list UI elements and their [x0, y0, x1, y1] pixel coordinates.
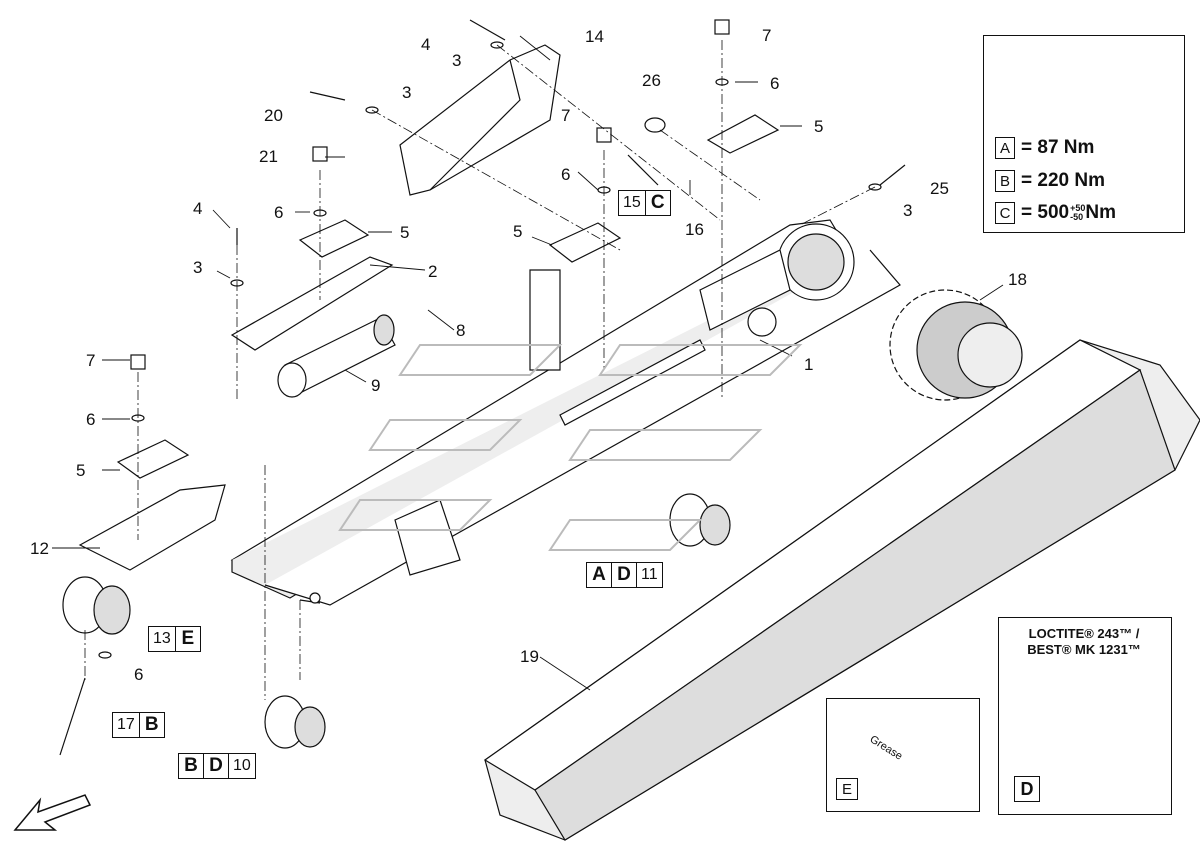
callout-14: 14: [585, 27, 604, 46]
ref-num: 13: [153, 630, 171, 647]
tension-cylinder: [277, 314, 396, 398]
ref-letter: B: [138, 713, 164, 737]
torque-label: B: [995, 170, 1015, 192]
torque-row-c: C = 500 +50 -50 Nm: [995, 202, 1116, 224]
plate-5-d: [116, 439, 190, 479]
grease-label: E: [836, 778, 858, 800]
drive-motor: [889, 289, 1023, 401]
torque-label: C: [995, 202, 1015, 224]
loctite-label: D: [1014, 776, 1040, 802]
callout-3: 3: [402, 83, 412, 102]
callout-6: 6: [770, 74, 780, 93]
callout-3: 3: [452, 51, 462, 70]
plate-5-a: [298, 219, 370, 258]
ref-letter: A: [592, 564, 606, 585]
callout-25: 25: [930, 179, 949, 198]
torque-value: = 220 Nm: [1021, 170, 1105, 191]
ref-letter: D: [611, 563, 636, 587]
callout-18: 18: [1008, 270, 1027, 289]
callout-6: 6: [134, 665, 144, 684]
callout-5: 5: [76, 461, 86, 480]
ref-letter: B: [184, 755, 198, 776]
loctite-box: [998, 617, 1172, 815]
ref-letter: C: [644, 191, 670, 215]
callout-5: 5: [513, 222, 523, 241]
callout-5: 5: [400, 223, 410, 242]
callout-4: 4: [421, 35, 431, 54]
torque-unit: Nm: [1085, 202, 1116, 223]
ref-letter: E: [174, 627, 200, 651]
loctite-line-2: BEST® MK 1231™: [1027, 642, 1141, 657]
callout-5: 5: [814, 117, 824, 136]
ref-num: 17: [117, 716, 135, 733]
orientation-arrow-icon: [13, 794, 92, 831]
callout-19: 19: [520, 647, 539, 666]
callout-6: 6: [561, 165, 571, 184]
ref-num: 11: [636, 563, 662, 587]
plate-5-b: [548, 222, 622, 263]
torque-tolerance-plus: +50: [1070, 203, 1086, 213]
plate-5-c: [706, 114, 780, 154]
torque-label: A: [995, 137, 1015, 159]
callout-20: 20: [264, 106, 283, 125]
callout-4: 4: [193, 199, 203, 218]
leader-lines: [52, 35, 1004, 691]
front-guide: [78, 484, 226, 571]
track-chain: [483, 339, 1200, 841]
ref-17-b: 17 B: [112, 712, 165, 738]
callout-12: 12: [30, 539, 49, 558]
roller-13: [62, 576, 131, 635]
callout-6: 6: [86, 410, 96, 429]
torque-row-a: A = 87 Nm: [995, 137, 1094, 159]
callout-7: 7: [561, 106, 571, 125]
callout-7: 7: [86, 351, 96, 370]
callout-16: 16: [685, 220, 704, 239]
torque-legend-box: [983, 35, 1185, 233]
roller-10: [264, 695, 326, 749]
callout-9: 9: [371, 376, 381, 395]
callout-8: 8: [456, 321, 466, 340]
side-plate: [230, 256, 394, 351]
torque-tolerance-minus: -50: [1070, 212, 1084, 222]
callout-3: 3: [903, 201, 913, 220]
callout-1: 1: [804, 355, 814, 374]
ref-a-d-11: A D 11: [586, 562, 663, 588]
callout-21: 21: [259, 147, 278, 166]
callout-7: 7: [762, 26, 772, 45]
ref-letter: D: [203, 754, 228, 778]
torque-value: = 500: [1021, 202, 1070, 223]
callout-3: 3: [193, 258, 203, 277]
ref-13-e: 13 E: [148, 626, 201, 652]
callout-2: 2: [428, 262, 438, 281]
assembly-lines: [84, 40, 876, 700]
torque-value: = 87 Nm: [1021, 137, 1095, 158]
loctite-line-1: LOCTITE® 243™ /: [1028, 626, 1140, 641]
callout-26: 26: [642, 71, 661, 90]
top-cover: [399, 44, 561, 196]
grease-box: [826, 698, 980, 812]
ref-num: 10: [228, 754, 255, 778]
ref-b-d-10: B D 10: [178, 753, 256, 779]
main-frame: [230, 219, 901, 606]
watermark: [338, 344, 803, 551]
callout-6: 6: [274, 203, 284, 222]
torque-row-b: B = 220 Nm: [995, 170, 1105, 192]
ref-num: 15: [623, 194, 641, 211]
ref-15-c: 15 C: [618, 190, 671, 216]
